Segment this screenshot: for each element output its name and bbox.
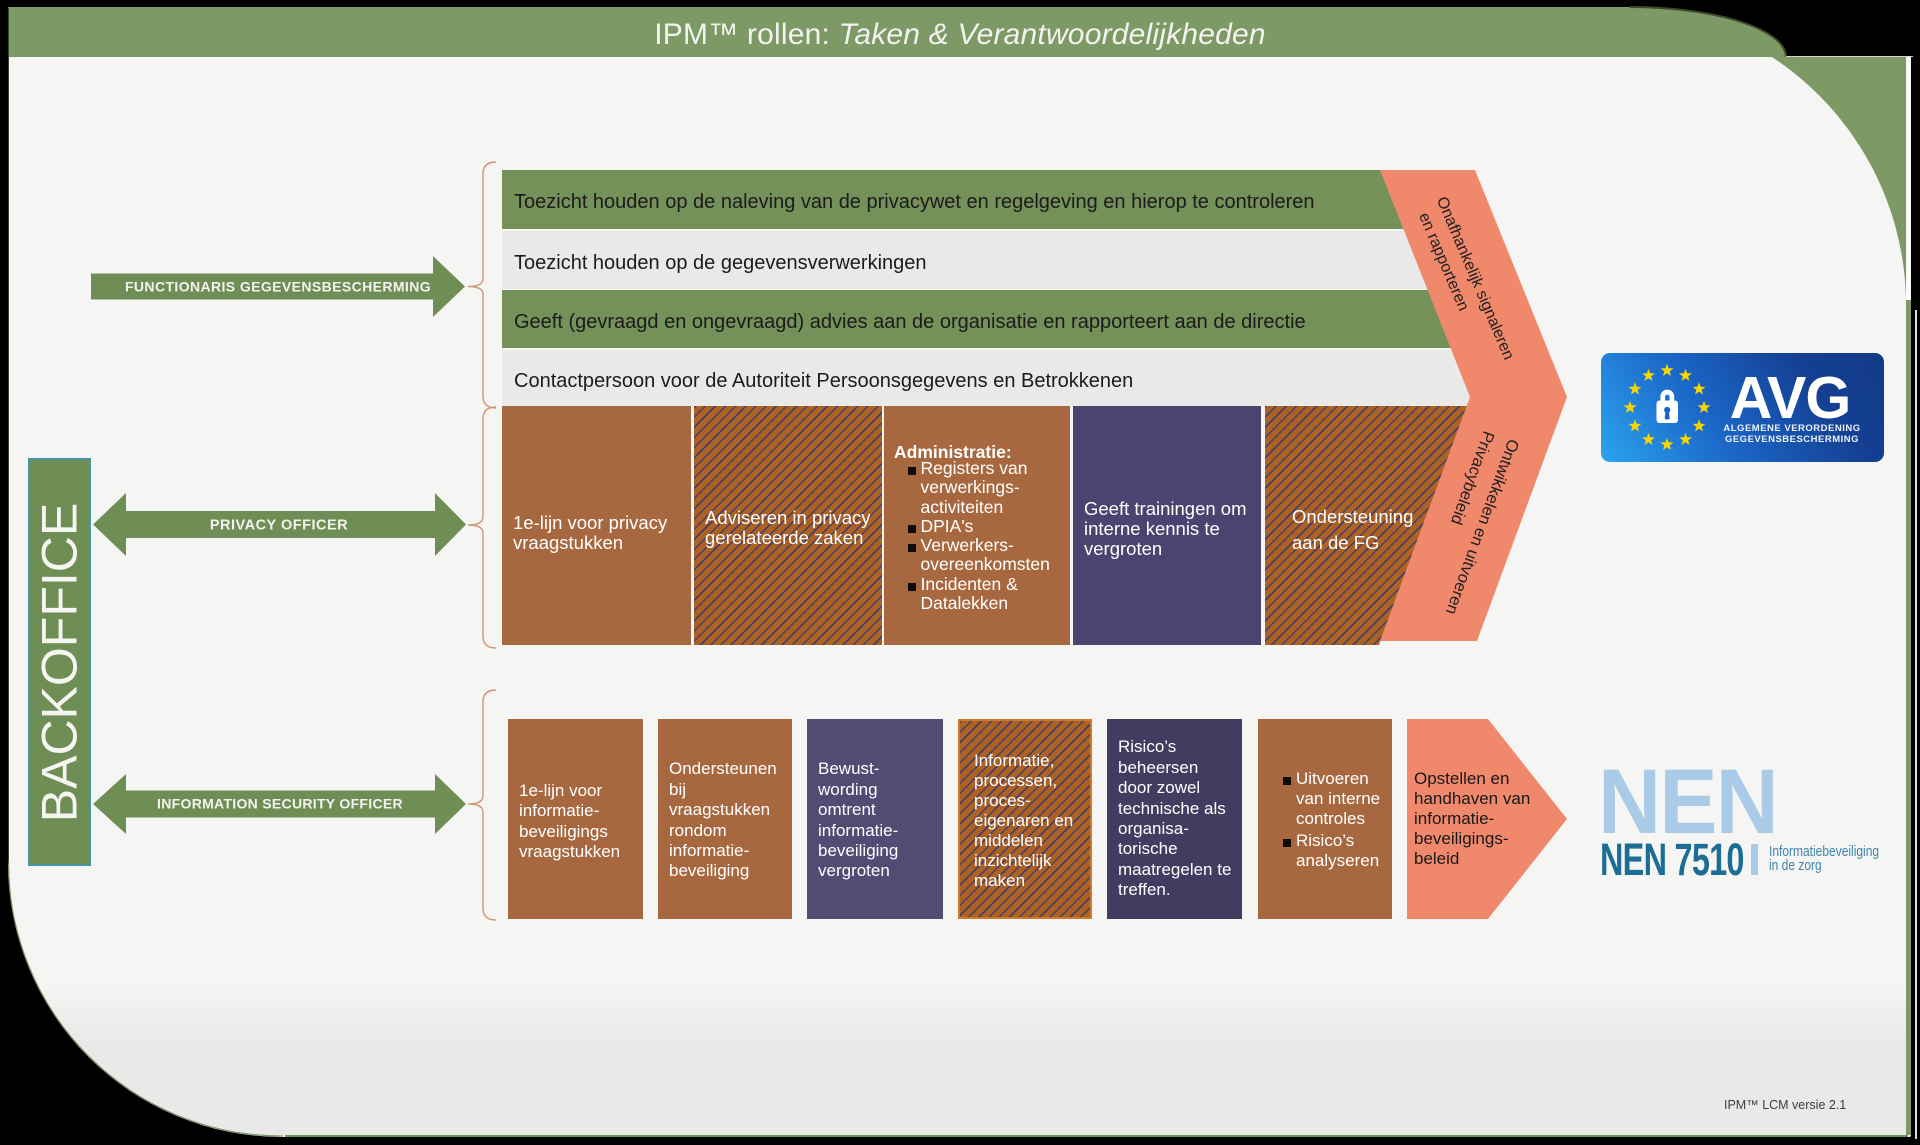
svg-text:INFORMATION SECURITY OFFICER: INFORMATION SECURITY OFFICER bbox=[157, 796, 403, 812]
svg-text:FUNCTIONARIS GEGEVENSBESCHERMI: FUNCTIONARIS GEGEVENSBESCHERMING bbox=[125, 279, 431, 295]
svg-text:PRIVACY OFFICER: PRIVACY OFFICER bbox=[210, 518, 348, 534]
